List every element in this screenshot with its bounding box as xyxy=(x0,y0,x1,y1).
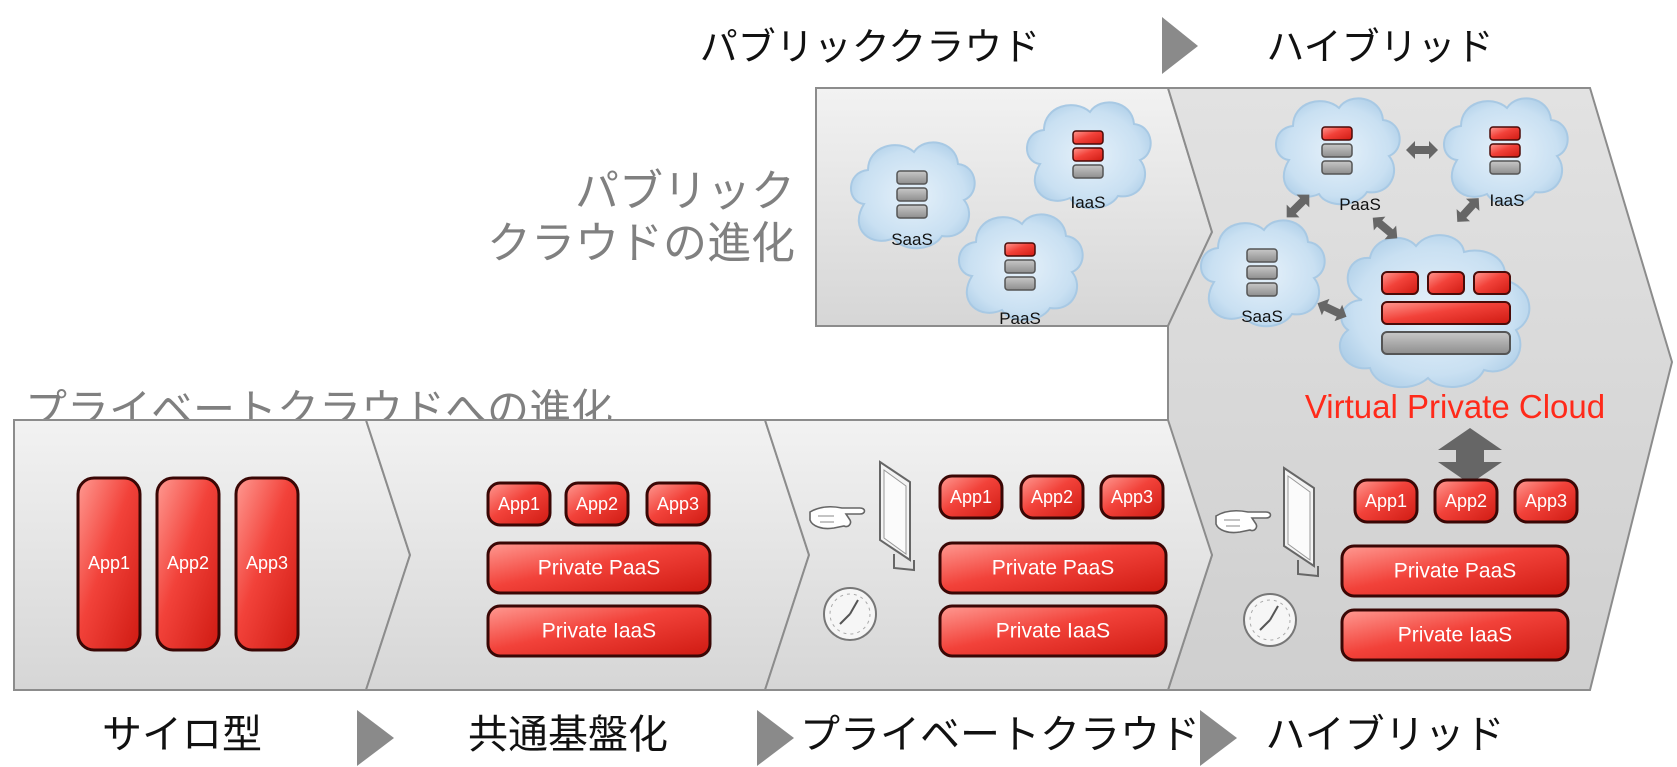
shared-paas-label: Private PaaS xyxy=(538,557,661,580)
private-pointing-hand-icon xyxy=(809,506,866,530)
private-app1-label: App1 xyxy=(950,487,992,507)
hybrid-private-stack: App1 App2 App3 Private PaaS Private IaaS xyxy=(1340,478,1579,662)
top-stage-chevron xyxy=(1162,17,1198,74)
silo-app3: App3 xyxy=(234,476,300,652)
shared-iaas-label: Private IaaS xyxy=(542,620,656,643)
silo-app2-label: App2 xyxy=(167,553,209,573)
bottom-stage-private-cloud: プライベートクラウド xyxy=(800,712,1200,758)
hybrid-paas-label: Private PaaS xyxy=(1394,560,1517,583)
shared-platform-stack: App1 App2 App3 Private PaaS Private IaaS xyxy=(486,481,712,658)
silo-app1: App1 xyxy=(76,476,142,652)
hybrid-app3-label: App3 xyxy=(1525,491,1567,511)
hybrid-iaas-label: IaaS xyxy=(1490,191,1525,210)
private-iaas-label: Private IaaS xyxy=(996,620,1110,643)
hybrid-paas-label: PaaS xyxy=(1339,195,1381,214)
bottom-stage-hybrid: ハイブリッド xyxy=(1265,712,1504,758)
hybrid-pointing-hand-icon xyxy=(1215,510,1272,534)
public-evolution-label-line1: パブリック xyxy=(575,166,795,217)
private-monitor-icon xyxy=(879,460,915,572)
bottom-chevron-2 xyxy=(757,710,794,766)
bottom-chevron-1 xyxy=(357,710,394,766)
hybrid-clock-icon xyxy=(1243,593,1297,647)
public-paas-label: PaaS xyxy=(999,309,1041,328)
private-app3-label: App3 xyxy=(1111,487,1153,507)
top-stage-public-cloud: パブリッククラウド xyxy=(700,25,1040,69)
bottom-stage-silo: サイロ型 xyxy=(102,712,262,758)
hybrid-monitor-icon xyxy=(1283,466,1319,578)
bottom-chevron-3 xyxy=(1200,710,1237,766)
silo-app2: App2 xyxy=(155,476,221,652)
public-evolution-label-line2: クラウドの進化 xyxy=(487,218,795,269)
public-iaas-label: IaaS xyxy=(1071,193,1106,212)
vpc-vertical-arrow xyxy=(1438,428,1502,484)
shared-app2-label: App2 xyxy=(576,494,618,514)
hybrid-app2-label: App2 xyxy=(1445,491,1487,511)
silo-app1-label: App1 xyxy=(88,553,130,573)
shared-app1-label: App1 xyxy=(498,494,540,514)
private-paas-label: Private PaaS xyxy=(992,557,1115,580)
hybrid-app1-label: App1 xyxy=(1365,491,1407,511)
vpc-cloud xyxy=(1338,234,1531,389)
public-saas-label: SaaS xyxy=(891,230,933,249)
hybrid-saas-label: SaaS xyxy=(1241,307,1283,326)
private-app2-label: App2 xyxy=(1031,487,1073,507)
hybrid-iaas-label: Private IaaS xyxy=(1398,624,1512,647)
vpc-label: Virtual Private Cloud xyxy=(1305,388,1605,425)
shared-app3-label: App3 xyxy=(657,494,699,514)
bottom-stage-shared-platform: 共通基盤化 xyxy=(468,712,668,758)
private-cloud-stack: App1 App2 App3 Private PaaS Private IaaS xyxy=(938,474,1168,658)
silo-app3-label: App3 xyxy=(246,553,288,573)
private-clock-icon xyxy=(823,587,877,641)
top-stage-hybrid: ハイブリッド xyxy=(1266,25,1493,69)
